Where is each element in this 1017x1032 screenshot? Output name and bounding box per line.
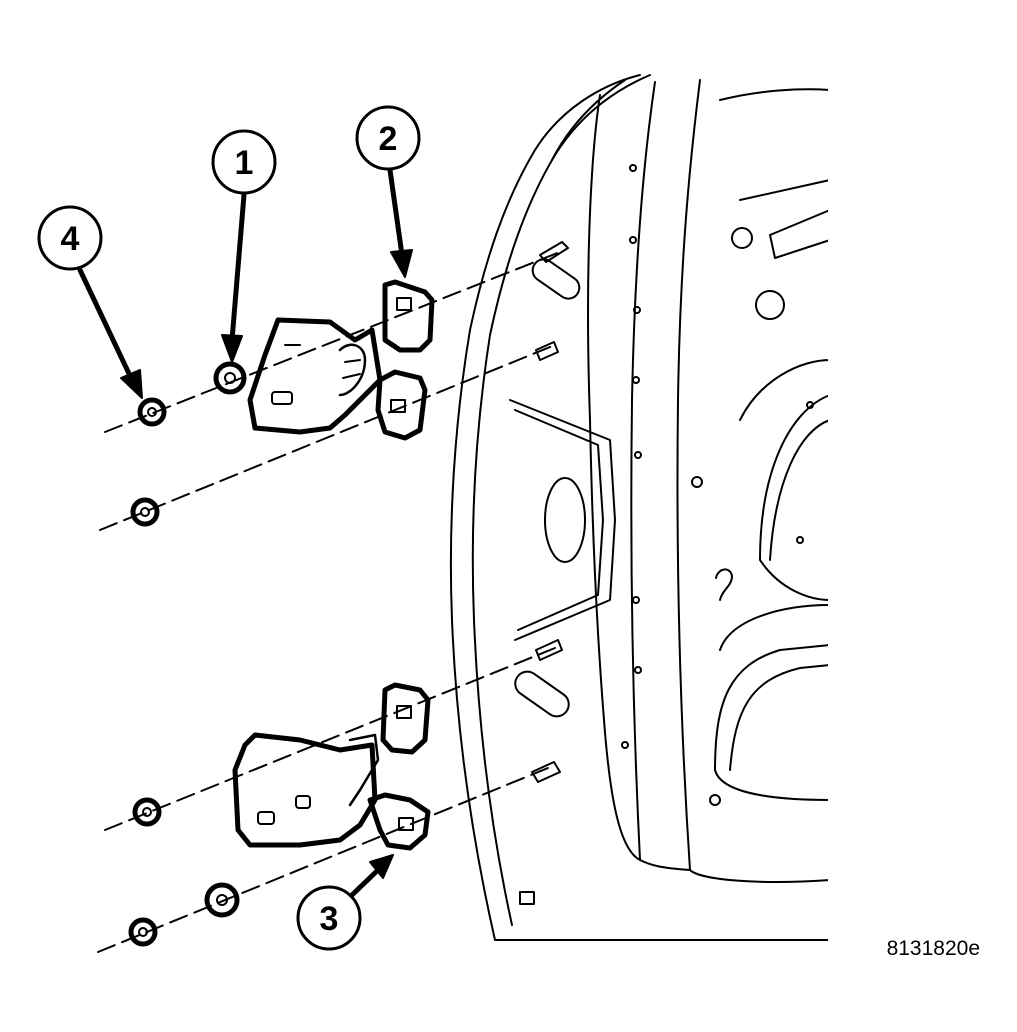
- door-panel: [449, 73, 832, 942]
- svg-text:3: 3: [320, 900, 339, 938]
- nut-bottom: [128, 917, 158, 947]
- centerlines: [97, 251, 561, 953]
- washer-upper: [213, 361, 247, 395]
- callout-4: 4: [37, 205, 103, 271]
- leader-arrows: [77, 167, 413, 898]
- svg-text:1: 1: [235, 144, 254, 182]
- svg-text:2: 2: [379, 120, 398, 158]
- stud-group: [531, 241, 569, 783]
- figure-id-label: 8131820e: [887, 937, 980, 960]
- callout-1: 1: [211, 129, 277, 195]
- svg-text:4: 4: [61, 220, 80, 258]
- nut-lower: [132, 797, 162, 827]
- nut-mid: [130, 497, 160, 527]
- lower-hinge: [232, 682, 431, 851]
- callout-2: 2: [355, 105, 421, 171]
- callout-3: 3: [296, 885, 362, 951]
- nut-upper: [137, 397, 167, 427]
- fasteners: [128, 361, 247, 947]
- washer-lower: [204, 882, 240, 918]
- upper-hinge: [247, 279, 435, 441]
